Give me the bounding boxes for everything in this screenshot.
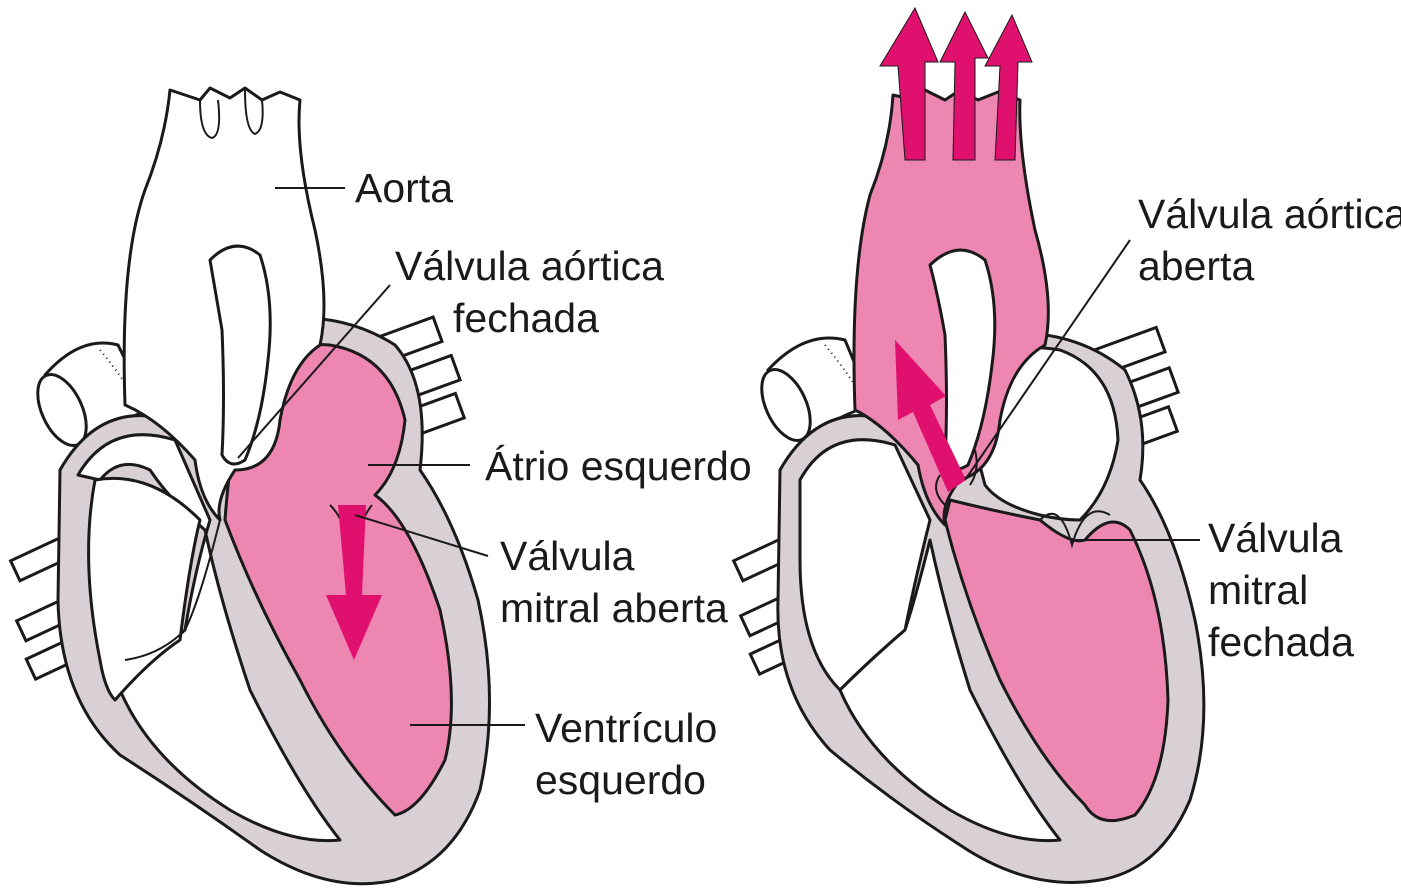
label-mitral-open-2: mitral aberta [500,585,728,631]
label-mitral-closed-1: Válvula [1208,515,1343,561]
label-aortic-valve-open-1: Válvula aórtica [1138,191,1401,237]
label-left-atrium: Átrio esquerdo [485,443,752,489]
label-mitral-open-1: Válvula [500,533,635,579]
label-aortic-valve-open-2: aberta [1138,243,1254,289]
label-aortic-valve-closed-1: Válvula aórtica [395,243,664,289]
label-mitral-closed-2: mitral [1208,567,1308,613]
right-heart [734,8,1204,882]
label-mitral-closed-3: fechada [1208,619,1354,665]
label-aorta: Aorta [355,165,453,211]
label-left-ventricle-1: Ventrículo [535,705,717,751]
label-aortic-valve-closed-2: fechada [453,295,599,341]
label-left-ventricle-2: esquerdo [535,757,706,803]
